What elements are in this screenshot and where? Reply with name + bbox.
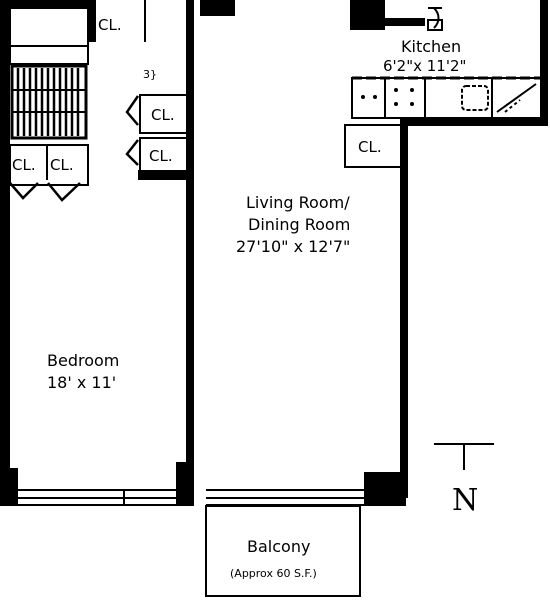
stove-icon [361,88,414,106]
kitchen-door-icon [428,7,442,29]
refrigerator-icon [496,83,537,113]
wall-living-right [400,118,408,498]
closet-kitchen-label: CL. [358,138,382,156]
compass-label: N [452,483,478,518]
kitchen-counter [351,7,543,119]
wall-hall-closet-stub [138,170,188,180]
stair-box [10,64,88,140]
wall-top-closet-divider [88,0,96,42]
living-title-line1: Living Room/ [246,193,350,212]
balcony-title: Balcony [247,537,310,556]
balcony-outline [205,505,361,597]
sink-icon [461,85,489,111]
closet-bedroom-left-label: CL. [12,156,36,174]
kitchen-dimensions: 6'2"x 11'2" [383,57,466,75]
wall-kitchen-bottom [400,118,548,126]
kitchen-counter-outline [351,77,543,119]
hall-closet-lower-box [139,137,189,173]
living-dimensions: 27'10" x 12'7" [236,237,350,256]
bedroom-closet-door-left [9,182,39,200]
wall-stub-living-right [364,472,406,506]
kitchen-door-frame [427,19,443,31]
top-closet-box [9,7,89,47]
kitchen-title: Kitchen [401,37,461,56]
closet-hall-upper-label: CL. [151,106,175,124]
walls [0,0,548,506]
wall-kitchen-right [540,0,548,125]
hall-closet-door-lower [125,139,139,166]
hall-closet-door-upper [125,95,140,126]
wall-kitchen-top [350,0,385,30]
stair-pattern [10,64,88,140]
wall-top-left [0,0,95,8]
kitchen-closet-box [344,124,404,168]
wall-stub-bottom-left [0,468,18,506]
living-title-line2: Dining Room [248,215,350,234]
top-closet-box-lower [9,45,89,65]
closet-bedroom-right-label: CL. [50,156,74,174]
step-mark-label: 3} [143,68,157,81]
closet-hall-lower-label: CL. [149,147,173,165]
closet-top-label: CL. [98,16,122,34]
wall-top-living [200,0,235,16]
balcony-note: (Approx 60 S.F.) [230,567,317,580]
hall-closet-upper-box [139,94,189,134]
wall-left [0,0,10,505]
bedroom-closet-door-right [47,182,81,202]
closet-doors [9,95,140,202]
wall-partition [186,0,194,490]
wall-stub-bed-right [176,462,194,506]
closet-outlines [9,0,404,186]
bedroom-dimensions: 18' x 11' [47,373,116,392]
wall-kitchen-top2 [385,18,425,26]
bedroom-title: Bedroom [47,351,119,370]
compass-icon [434,443,494,470]
